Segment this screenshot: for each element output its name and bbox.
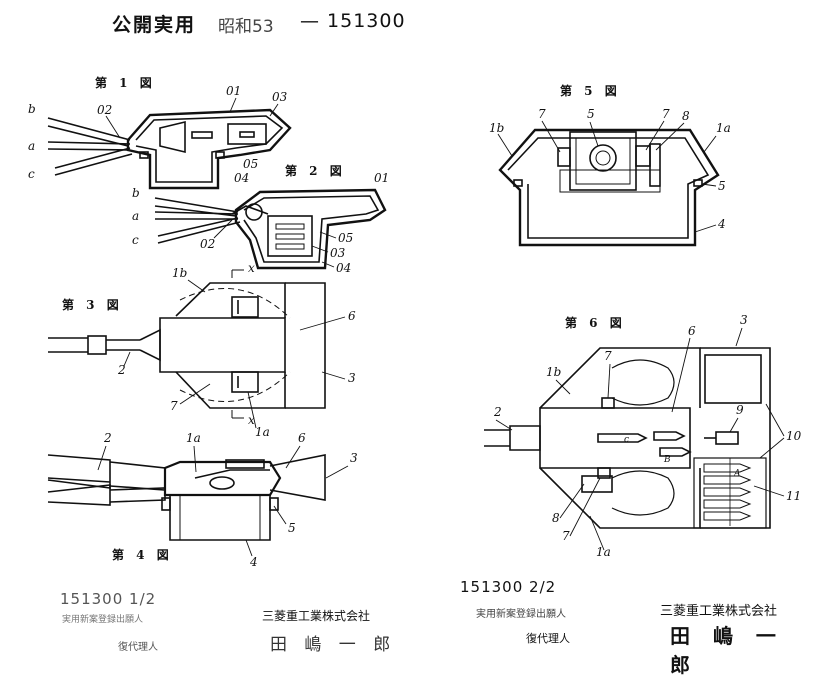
publication-era: 昭和53 [218, 17, 274, 37]
fig5-label-7: 4 [717, 217, 726, 231]
fig1-label-2: 01 [226, 84, 241, 98]
fig6-label-6: 10 [786, 429, 802, 443]
fig1-label: 第 1 図 [95, 76, 156, 90]
fig5-label-2: 5 [587, 107, 595, 121]
fig2-label-3: 01 [374, 171, 389, 185]
patent-drawing-sheet: 公開実用 昭和53 — 151300 第 1 図 第 2 図 第 3 図 第 4… [28, 10, 802, 677]
fig6-label-0: 3 [740, 313, 748, 327]
fig3-label-7: 1a [255, 425, 270, 439]
fig3-label-3: 2 [117, 363, 126, 377]
fig2-label-4: 02 [200, 237, 215, 251]
fig2-drawing [154, 188, 387, 270]
fig4-label: 第 4 図 [112, 548, 173, 562]
publication-label: 公開実用 [112, 14, 197, 36]
fig3-label-1: x [248, 261, 255, 275]
fig3-label-2: 6 [348, 309, 356, 323]
fig6-label: 第 6 図 [565, 316, 626, 330]
fig6-label-8: A [733, 469, 741, 479]
fig5-label: 第 5 図 [560, 84, 621, 98]
fig6-label-11: 8 [552, 511, 560, 525]
fig2-label-5: 05 [338, 231, 353, 245]
fig1-label-7: 04 [234, 171, 249, 185]
fig2-label-6: 03 [330, 246, 346, 260]
footer-left-applicant: 三菱重工業株式会社 [262, 609, 371, 623]
fig6-label-2: 6 [688, 324, 696, 338]
fig5-label-0: 1b [489, 121, 504, 135]
footer-left-agent-label: 復代理人 [118, 642, 158, 653]
fig5-label-1: 7 [538, 107, 546, 121]
fig5-drawing [498, 128, 720, 247]
fig1-drawing [47, 108, 292, 190]
fig4-label-3: 3 [350, 451, 358, 465]
fig6-label-1: 7 [604, 349, 612, 363]
fig6-label-5: 9 [736, 403, 744, 417]
footer-right-applicant-label: 実用新案登録出願人 [476, 609, 566, 620]
fig4-label-0: 2 [103, 431, 112, 445]
fig2-label-1: a [132, 209, 139, 223]
footer-right-page: 151300 2/2 [460, 578, 557, 596]
fig2-label-7: 04 [336, 261, 351, 275]
fig4-label-2: 6 [298, 431, 306, 445]
fig1-label-0: b [28, 102, 36, 116]
fig2-label: 第 2 図 [285, 164, 346, 178]
fig6-label-13: 1a [596, 545, 611, 559]
fig4-label-1: 1a [186, 431, 201, 445]
fig3-label-0: 1b [172, 266, 187, 280]
fig4-label-4: 5 [288, 521, 296, 535]
footer-right-agent: 田 嶋 一 郎 [670, 624, 784, 677]
fig2-label-0: b [132, 186, 140, 200]
fig1-label-6: 05 [243, 157, 258, 171]
fig2-label-2: c [132, 233, 139, 247]
fig3-label-6: x [248, 413, 255, 427]
footer-left-applicant-label: 実用新案登録出願人 [62, 615, 144, 625]
fig1-label-1: 02 [97, 103, 112, 117]
footer-right-agent-label: 復代理人 [526, 632, 570, 645]
fig3-label-4: 3 [348, 371, 356, 385]
fig5-label-4: 8 [682, 109, 690, 123]
fig1-label-3: 03 [272, 90, 288, 104]
fig6-label-4: 2 [493, 405, 502, 419]
fig6-label-3: 1b [546, 365, 561, 379]
fig3-drawing [48, 269, 326, 419]
footer-left-page: 151300 1/2 [60, 590, 157, 608]
fig4-drawing [47, 454, 326, 541]
fig6-label-12: 7 [562, 529, 570, 543]
fig1-label-5: c [28, 167, 35, 181]
fig5-label-6: 5 [718, 179, 726, 193]
fig3-label-5: 7 [170, 399, 178, 413]
fig6-label-10: 11 [786, 489, 801, 503]
footer-left-agent: 田 嶋 一 郎 [270, 635, 397, 655]
publication-number: — 151300 [300, 10, 406, 32]
fig5-label-5: 1a [716, 121, 731, 135]
fig6-drawing [484, 347, 771, 529]
fig1-label-4: a [28, 139, 35, 153]
fig6-label-7: c [624, 435, 629, 445]
fig6-label-9: B [663, 455, 671, 465]
drawing-canvas: b 02 01 03 a c 05 04 [28, 84, 802, 569]
fig5-label-3: 7 [662, 107, 670, 121]
fig4-label-5: 4 [249, 555, 258, 569]
fig3-label: 第 3 図 [62, 298, 123, 312]
footer-right-applicant: 三菱重工業株式会社 [660, 604, 778, 619]
